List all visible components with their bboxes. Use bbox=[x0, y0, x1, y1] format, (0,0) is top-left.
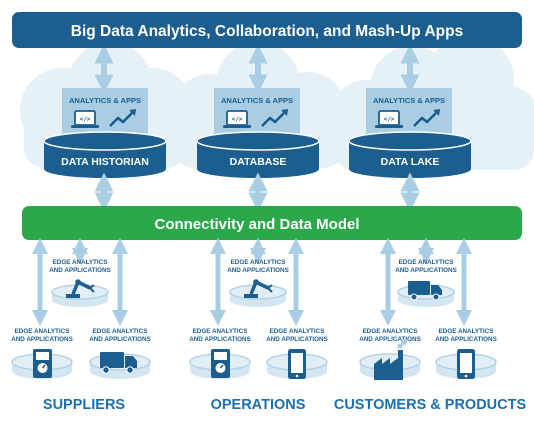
meter-icon bbox=[33, 349, 52, 378]
store-label: DATA HISTORIAN bbox=[61, 156, 149, 168]
laptop-code-icon: </> bbox=[375, 110, 403, 128]
laptop-code-icon: </> bbox=[71, 110, 99, 128]
meter-icon bbox=[211, 349, 230, 378]
trend-up-icon bbox=[109, 109, 136, 127]
connectivity-bar bbox=[22, 206, 522, 240]
trend-up-icon bbox=[261, 109, 288, 127]
edge-device-robot-operations: EDGE ANALYTICS AND APPLICATIONS bbox=[227, 259, 289, 307]
svg-text:</>: </> bbox=[80, 116, 91, 123]
edge-label-line1: EDGE ANALYTICS bbox=[93, 328, 148, 335]
arrows-top bbox=[94, 44, 420, 94]
analytics-panel-label: ANALYTICS & APPS bbox=[373, 96, 445, 105]
robot-arm-icon bbox=[66, 279, 95, 298]
store-database: ANALYTICS & APPS </> DATABASE bbox=[196, 88, 320, 178]
store-label: DATA LAKE bbox=[381, 156, 440, 168]
edge-label-line1: EDGE ANALYTICS bbox=[15, 328, 70, 335]
edge-label-line2: AND APPLICATIONS bbox=[266, 336, 328, 343]
storage-disc bbox=[196, 131, 320, 178]
svg-text:</>: </> bbox=[384, 116, 395, 123]
store-data-historian: ANALYTICS & APPS </> DATA HISTORIAN bbox=[43, 88, 167, 178]
edge-label-line2: AND APPLICATIONS bbox=[395, 267, 457, 274]
analytics-panel-label: ANALYTICS & APPS bbox=[69, 96, 141, 105]
edge-label-line2: AND APPLICATIONS bbox=[89, 336, 151, 343]
edge-device-robot-suppliers: EDGE ANALYTICS AND APPLICATIONS bbox=[49, 259, 111, 307]
edge-device-meter-suppliers: EDGE ANALYTICS AND APPLICATIONS bbox=[11, 328, 73, 379]
analytics-panel-label: ANALYTICS & APPS bbox=[221, 96, 293, 105]
top-bar-label: Big Data Analytics, Collaboration, and M… bbox=[71, 23, 463, 40]
connectivity-bar-label: Connectivity and Data Model bbox=[154, 216, 359, 233]
laptop-code-icon: </> bbox=[223, 110, 251, 128]
top-bar bbox=[12, 12, 522, 48]
edge-label-line2: AND APPLICATIONS bbox=[435, 336, 497, 343]
edge-label-line1: EDGE ANALYTICS bbox=[399, 259, 454, 266]
edge-label-line2: AND APPLICATIONS bbox=[11, 336, 73, 343]
truck-icon bbox=[100, 352, 137, 374]
edge-device-factory-customers: EDGE ANALYTICS AND APPLICATIONS bbox=[359, 328, 421, 380]
truck-icon bbox=[408, 281, 442, 301]
edge-device-truck-suppliers: EDGE ANALYTICS AND APPLICATIONS bbox=[89, 328, 151, 379]
edge-label-line2: AND APPLICATIONS bbox=[359, 336, 421, 343]
group-title-customers-products: CUSTOMERS & PRODUCTS bbox=[334, 397, 527, 413]
robot-arm-icon bbox=[244, 279, 273, 298]
arrows-stores bbox=[94, 172, 420, 212]
edge-label-line1: EDGE ANALYTICS bbox=[270, 328, 325, 335]
arrows-short bbox=[71, 237, 435, 265]
svg-text:</>: </> bbox=[232, 116, 243, 123]
group-title-suppliers: SUPPLIERS bbox=[43, 397, 126, 413]
arrows-long bbox=[31, 237, 473, 327]
group-title-operations: OPERATIONS bbox=[211, 397, 306, 413]
factory-icon bbox=[374, 339, 407, 380]
smartphone-icon bbox=[457, 349, 475, 379]
storage-disc bbox=[348, 131, 472, 178]
store-label: DATABASE bbox=[230, 156, 287, 168]
store-data-lake: ANALYTICS & APPS </> DATA LAKE bbox=[348, 88, 472, 178]
edge-device-phone-operations: EDGE ANALYTICS AND APPLICATIONS bbox=[266, 328, 328, 379]
edge-device-phone-customers: EDGE ANALYTICS AND APPLICATIONS bbox=[435, 328, 497, 379]
edge-label-line1: EDGE ANALYTICS bbox=[439, 328, 494, 335]
smartphone-icon bbox=[288, 349, 306, 379]
edge-label-line2: AND APPLICATIONS bbox=[49, 267, 111, 274]
edge-label-line2: AND APPLICATIONS bbox=[189, 336, 251, 343]
edge-label-line1: EDGE ANALYTICS bbox=[231, 259, 286, 266]
storage-disc bbox=[43, 131, 167, 178]
edge-device-truck-customers: EDGE ANALYTICS AND APPLICATIONS bbox=[395, 259, 457, 307]
trend-up-icon bbox=[413, 109, 440, 127]
edge-device-meter-operations: EDGE ANALYTICS AND APPLICATIONS bbox=[189, 328, 251, 379]
edge-label-line1: EDGE ANALYTICS bbox=[363, 328, 418, 335]
edge-label-line1: EDGE ANALYTICS bbox=[53, 259, 108, 266]
edge-label-line2: AND APPLICATIONS bbox=[227, 267, 289, 274]
edge-label-line1: EDGE ANALYTICS bbox=[193, 328, 248, 335]
